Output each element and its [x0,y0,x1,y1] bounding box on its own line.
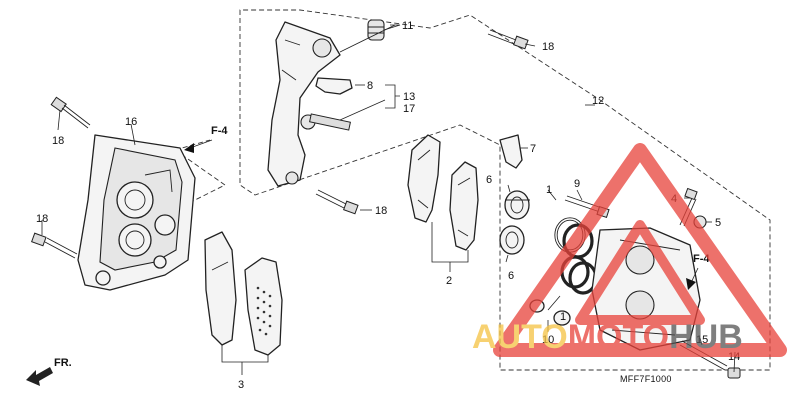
label-3: 3 [238,379,244,391]
piston-6-upper [504,190,530,220]
brake-pad-set-3 [204,231,283,356]
label-12: 12 [592,95,604,107]
label-16: 16 [125,116,137,128]
pin-13-17 [309,113,351,131]
label-17: 17 [403,103,415,115]
brand-part-hub: HUB [669,318,743,356]
bolt-18-center [315,189,359,215]
assembly-12-outline [239,9,771,371]
front-arrow-icon [26,367,53,386]
label-11: 11 [402,20,413,32]
ref-arrow-left [184,139,213,153]
brake-pad-set-2 [407,134,479,251]
label-2: 2 [446,275,452,287]
bolt-18-lower-left [31,232,78,259]
leader-lines [41,24,736,375]
bolt-18-upper-right [487,29,529,50]
label-9: 9 [574,178,580,190]
label-1-upper: 1 [546,184,552,196]
watermark-logo: AUTOMOTOHUB [472,143,787,357]
boot-11 [367,19,385,41]
warning-triangle-icon [493,143,787,357]
svg-text:AUTOMOTOHUB: AUTOMOTOHUB [472,318,743,356]
brand-part-auto: AUTO [472,318,568,356]
label-18-center: 18 [375,205,387,217]
brand-part-moto: MOTO [568,318,669,356]
label-6-lower: 6 [508,270,514,282]
label-7: 7 [530,143,536,155]
label-18-lower-left: 18 [36,213,48,225]
shim-7 [499,134,523,169]
diagram-code: MFF7F1000 [620,374,672,384]
piston-6-lower [499,225,525,255]
caliper-bracket [267,21,341,187]
label-1-lower: 1 [560,311,566,323]
label-5: 5 [715,217,721,229]
label-18-upper-right: 18 [542,41,554,53]
front-label: FR. [54,357,72,369]
caliper-body-16 [77,134,196,291]
bolt-18-upper-left [50,96,91,129]
clip-8 [315,77,353,95]
label-8: 8 [367,80,373,92]
ref-label-f4-left: F-4 [211,125,228,137]
label-13: 13 [403,91,415,103]
label-6-upper: 6 [486,174,492,186]
label-18-upper-left: 18 [52,135,64,147]
ref-arrow-right [686,267,699,290]
